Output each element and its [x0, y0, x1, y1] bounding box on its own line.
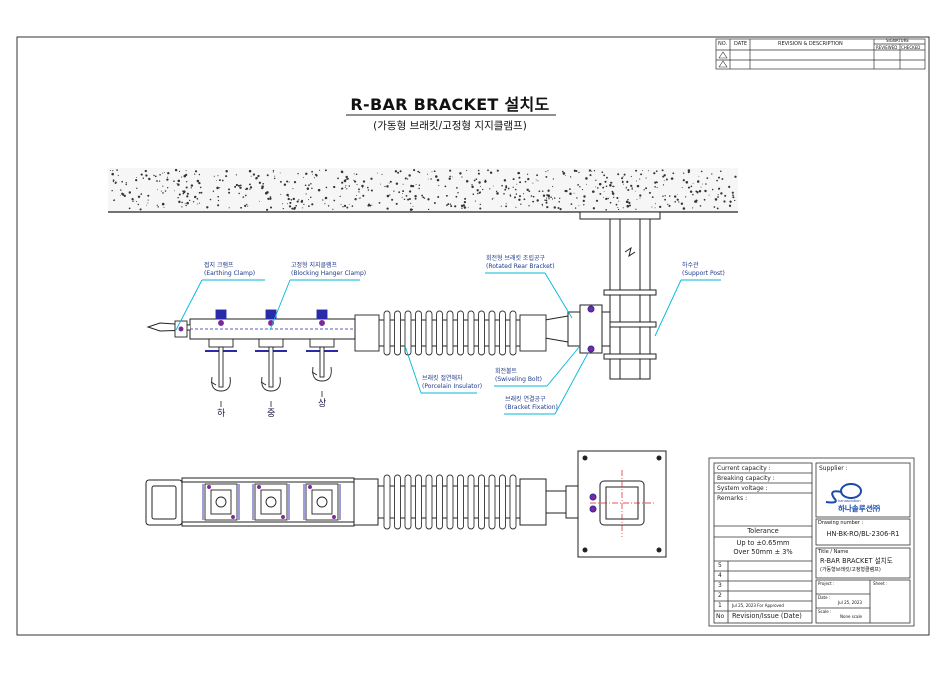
level-markers	[220, 391, 323, 407]
company-logo	[825, 483, 862, 504]
sheet-label: Sheet :	[873, 581, 888, 586]
plan-clamp-blocks	[202, 483, 341, 521]
date-label: Date :	[818, 595, 831, 600]
support-post	[579, 211, 661, 380]
field-system-voltage: System voltage :	[717, 485, 768, 492]
callout-insulator-ko: 브래킷 절연애자	[422, 375, 463, 382]
insulator-sheds	[383, 310, 517, 356]
title-sub: (가동형브래킷/고정형클램프)	[820, 567, 881, 573]
rev-signature-header: SIGNATURE	[886, 38, 909, 43]
callout-insulator-en: (Porcelain Insulator)	[422, 383, 483, 390]
callout-rear-bracket-en: (Rotated Rear Bracket)	[486, 263, 555, 270]
callout-bracket-fixation-ko: 브래킷 연결공구	[505, 396, 546, 403]
drawing-title: R-BAR BRACKET 설치도	[350, 95, 550, 114]
level-mid: 중	[267, 409, 276, 419]
drawing-number-label: Drawing number :	[818, 520, 864, 526]
logo-text: hanasolution	[838, 499, 861, 503]
revision-row-no: 2	[718, 592, 722, 599]
revision-row-no: 3	[718, 582, 722, 589]
plan-clamp-block	[202, 483, 240, 521]
callout-earthing-clamp-en: (Earthing Clamp)	[204, 270, 256, 277]
revision-triangles	[718, 51, 728, 68]
revision-row-no: 5	[718, 562, 722, 569]
plan-centerlines	[590, 470, 654, 537]
revision-table	[715, 38, 926, 70]
field-current-capacity: Current capacity :	[717, 465, 771, 472]
callout-blocking-clamp-en: (Blocking Hanger Clamp)	[291, 270, 367, 277]
revision-row-no: 1	[718, 602, 722, 609]
title-block-frame	[708, 457, 915, 627]
rotated-rear-bracket	[544, 304, 611, 354]
plan-clamp-block	[252, 483, 290, 521]
rev-checked-header: CHECKED	[901, 44, 921, 50]
callout-swivel-bolt-en: (Swiveling Bolt)	[495, 376, 542, 383]
hanger-clamps	[174, 309, 338, 392]
callout-swivel-bolt-ko: 회전볼트	[495, 368, 518, 375]
rev-no-header: NO.	[718, 41, 728, 47]
title-name-label: Title / Name	[818, 549, 849, 555]
level-low: 하	[217, 409, 226, 419]
concrete-texture	[109, 168, 737, 211]
plan-clamp-block	[303, 483, 341, 521]
hanger-clamp	[306, 309, 338, 382]
drawing-number: HN-BK-RO/BL-2306-R1	[826, 530, 900, 538]
company-name: 하나솔루션㈜	[838, 504, 880, 513]
field-remarks: Remarks :	[717, 495, 748, 502]
field-breaking-capacity: Breaking capacity :	[717, 475, 775, 482]
revision-footer-label: Revision/Issue (Date)	[732, 612, 802, 620]
callout-support-post-ko: 하수관	[682, 262, 699, 269]
date-value: Jul 25, 2023	[838, 600, 862, 605]
title-name: R-BAR BRACKET 설치도	[820, 557, 893, 565]
leader-lines	[175, 272, 721, 415]
tolerance-line-1: Up to ±0.65mm	[736, 539, 790, 547]
hanger-clamp	[205, 309, 237, 392]
tolerance-line-2: Over 50mm ± 3%	[733, 548, 793, 556]
sheet-border	[16, 36, 930, 636]
revision-row-no: 4	[718, 572, 722, 579]
hanger-clamp	[255, 309, 287, 392]
plan-insulator-sheds	[383, 474, 517, 530]
callout-support-post-en: (Support Post)	[682, 270, 725, 277]
callout-bracket-fixation-en: (Bracket Fixation)	[505, 404, 558, 411]
callout-earthing-clamp-ko: 접지 크램프	[204, 262, 234, 269]
supplier-label: Supplier :	[819, 465, 848, 472]
scale-value: None scale	[840, 614, 863, 619]
tolerance-label: Tolerance	[747, 527, 779, 535]
level-high: 상	[318, 399, 327, 409]
revision-row-text: Jul 25, 2023 For Approved	[732, 603, 784, 608]
concrete-ceiling	[108, 168, 738, 212]
drawing-subtitle: (가동형 브래킷/고정형 지지클램프)	[373, 120, 527, 132]
scale-label: Scale :	[818, 609, 832, 614]
rev-date-header: DATE	[734, 41, 748, 47]
project-label: Project :	[818, 581, 835, 586]
earthing-clamp	[174, 320, 188, 338]
callout-blocking-clamp-ko: 고정형 지지클램프	[291, 262, 338, 269]
revision-footer-no: No	[716, 613, 725, 620]
callout-rear-bracket-ko: 회전형 브래킷 조립공구	[486, 255, 546, 262]
rev-description-header: REVISION & DESCRIPTION	[778, 41, 843, 47]
rev-reviewed-header: REVIEWED	[876, 44, 898, 50]
